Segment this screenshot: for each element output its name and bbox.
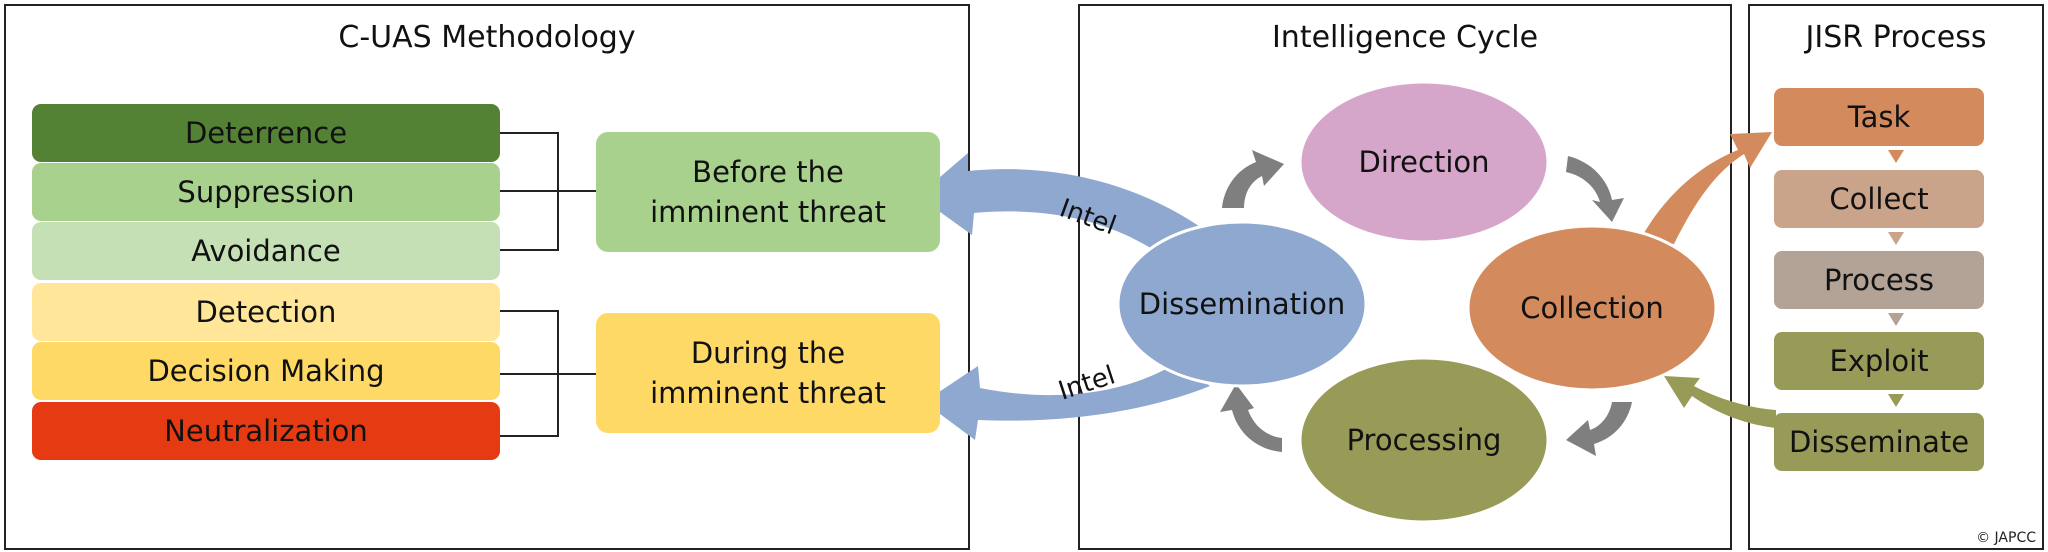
phase-before-line1: Before the — [692, 155, 844, 189]
intel-arrow-lower — [924, 362, 1210, 440]
phase-during-line2: imminent threat — [650, 376, 886, 410]
level-deterrence-label: Deterrence — [184, 116, 348, 150]
disseminate-to-collection-arrow — [1664, 376, 1776, 428]
cycle-arrows — [1220, 150, 1632, 456]
intel-arrow-upper — [918, 153, 1202, 260]
level-detection: Detection — [32, 283, 500, 341]
cuas-title: C-UAS Methodology — [338, 20, 636, 55]
jisr-step-task-label: Task — [1847, 100, 1911, 134]
jisr-arrow-3 — [1888, 313, 1904, 326]
level-avoidance: Avoidance — [32, 222, 500, 280]
jisr-step-disseminate-label: Disseminate — [1788, 425, 1970, 459]
jisr-step-exploit: Exploit — [1774, 332, 1984, 390]
jisr-arrow-2 — [1888, 232, 1904, 245]
direction-node — [1298, 80, 1550, 244]
jisr-step-collect-label: Collect — [1829, 182, 1929, 216]
bracket-lower — [500, 310, 596, 437]
jisr-step-task: Task — [1774, 88, 1984, 146]
jisr-step-collect: Collect — [1774, 170, 1984, 228]
bracket-upper — [500, 132, 596, 251]
jisr-step-arrows — [1888, 150, 1904, 407]
jisr-step-process-label: Process — [1823, 263, 1934, 297]
level-neutralization: Neutralization — [32, 402, 500, 460]
jisr-step-exploit-label: Exploit — [1829, 344, 1929, 378]
cycle-node-labels: Direction Collection Processing Dissemin… — [1139, 145, 1664, 457]
level-suppression: Suppression — [32, 163, 500, 221]
phase-before-threat: Before the imminent threat — [596, 132, 940, 252]
direction-label: Direction — [1358, 145, 1489, 179]
cycle-arrow-dissemination-to-direction — [1222, 150, 1284, 208]
processing-node — [1298, 356, 1550, 524]
dissemination-node — [1116, 220, 1368, 388]
dissemination-label: Dissemination — [1139, 287, 1345, 321]
cycle-nodes — [1116, 80, 1718, 524]
jisr-arrow-1 — [1888, 150, 1904, 163]
jisr-step-disseminate: Disseminate — [1774, 413, 1984, 471]
cycle-arrow-processing-to-dissemination — [1220, 384, 1282, 452]
collection-label: Collection — [1520, 291, 1663, 325]
level-suppression-label: Suppression — [177, 175, 355, 209]
jisr-step-process: Process — [1774, 251, 1984, 309]
jisr-title: JISR Process — [1805, 20, 1987, 55]
intel-cycle-title: Intelligence Cycle — [1271, 20, 1539, 55]
phase-before-line2: imminent threat — [650, 195, 886, 229]
level-neutralization-label: Neutralization — [164, 414, 368, 448]
level-decision-making: Decision Making — [32, 342, 500, 400]
phase-during-threat: During the imminent threat — [596, 313, 940, 433]
phase-during-line1: During the — [690, 336, 846, 370]
copyright-notice: © JAPCC — [1976, 530, 2036, 546]
cycle-arrow-collection-to-processing — [1566, 402, 1632, 456]
level-decision-making-label: Decision Making — [147, 354, 385, 388]
cycle-arrow-direction-to-collection — [1566, 156, 1624, 222]
jisr-arrow-4 — [1888, 394, 1904, 407]
collection-node — [1466, 224, 1718, 392]
level-deterrence: Deterrence — [32, 104, 500, 162]
level-detection-label: Detection — [195, 295, 337, 329]
level-avoidance-label: Avoidance — [191, 234, 341, 268]
collection-to-task-arrow — [1640, 132, 1772, 244]
processing-label: Processing — [1347, 423, 1502, 457]
